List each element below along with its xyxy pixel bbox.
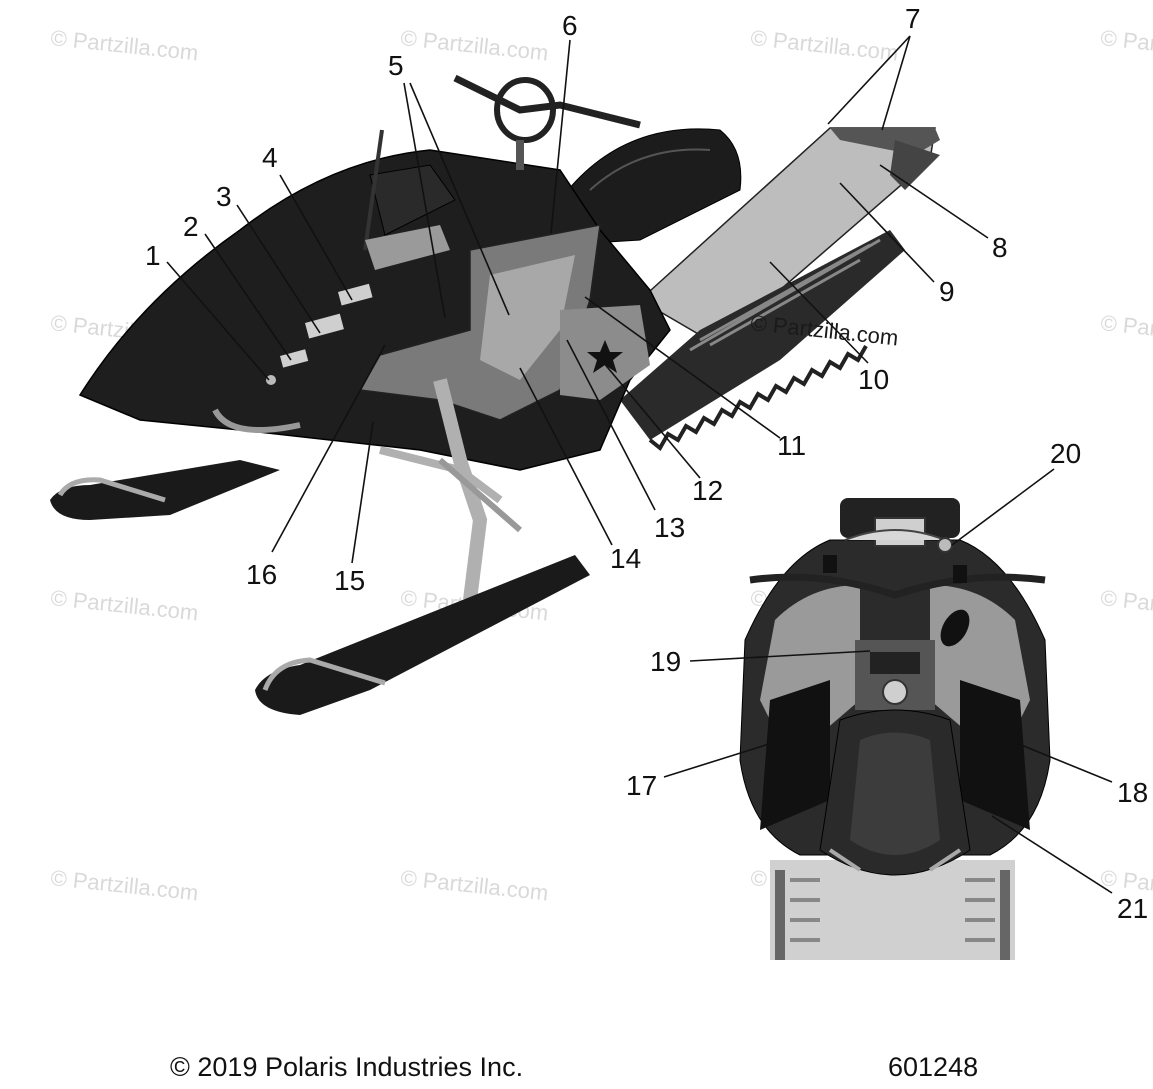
watermark: © Partzilla.com: [399, 865, 549, 905]
watermark: © Partzilla.com: [49, 865, 199, 905]
snowmobile-top-view: [739, 498, 1051, 960]
watermark: © Partzilla.com: [749, 25, 899, 65]
watermark: © Partzilla.com: [49, 25, 199, 65]
callout-11: 11: [777, 430, 806, 461]
callout-3: 3: [216, 181, 232, 212]
callout-17: 17: [626, 770, 657, 801]
leader-lines: [166, 35, 1113, 894]
callout-21: 21: [1117, 893, 1148, 924]
watermark: © Partzilla.com: [1099, 25, 1153, 65]
callout-2: 2: [183, 211, 199, 242]
callout-16: 16: [246, 559, 277, 590]
callout-1: 1: [145, 240, 161, 271]
snowmobile-side-view: [50, 74, 940, 715]
callout-labels: 1 2 3 4 5 6 7 8 9 10 11 12 13 14 15 16 1…: [145, 3, 1148, 924]
callout-20: 20: [1050, 438, 1081, 469]
watermark: © Partzilla.com: [49, 585, 199, 625]
watermark: © Partzilla.com: [1099, 310, 1153, 350]
callout-4: 4: [262, 142, 278, 173]
callout-9: 9: [939, 276, 955, 307]
callout-14: 14: [610, 543, 641, 574]
callout-6: 6: [562, 10, 578, 41]
callout-15: 15: [334, 565, 365, 596]
watermark: © Partzilla.com: [1099, 585, 1153, 625]
callout-12: 12: [692, 475, 723, 506]
callout-5: 5: [388, 50, 404, 81]
callout-8: 8: [992, 232, 1008, 263]
callout-19: 19: [650, 646, 681, 677]
watermark: © Partzilla.com: [399, 25, 549, 65]
copyright-text: © 2019 Polaris Industries Inc.: [170, 1052, 524, 1082]
callout-7: 7: [905, 3, 921, 34]
callout-18: 18: [1117, 777, 1148, 808]
callout-13: 13: [654, 512, 685, 543]
diagram-number: 601248: [888, 1052, 979, 1082]
callout-10: 10: [858, 364, 889, 395]
